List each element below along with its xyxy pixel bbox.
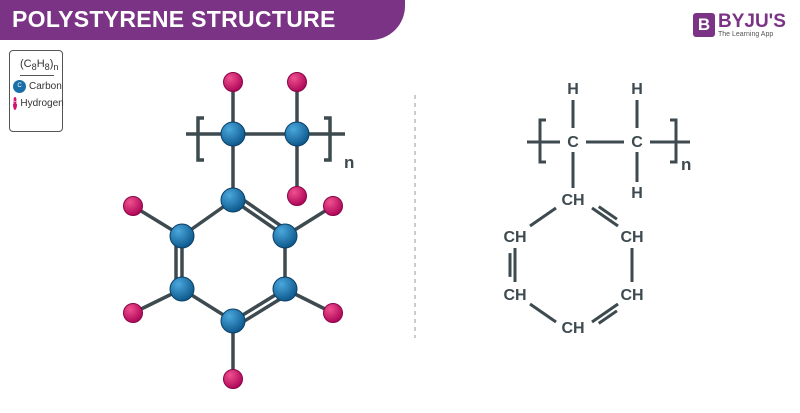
double-bond bbox=[591, 302, 619, 324]
carbon-atom bbox=[284, 121, 310, 147]
page-title: POLYSTYRENE STRUCTURE bbox=[12, 6, 336, 32]
title-banner: POLYSTYRENE STRUCTURE bbox=[0, 0, 405, 40]
formula-repeat-n: n bbox=[681, 155, 691, 174]
right-bracket bbox=[670, 118, 678, 164]
ring-double-bond bbox=[243, 199, 282, 228]
ball-stick-model bbox=[123, 72, 345, 389]
carbon-atom bbox=[169, 276, 195, 302]
bond bbox=[529, 206, 557, 228]
structural-formula: H H H C C CH CH CH CH CH CH bbox=[503, 81, 690, 337]
right-bracket bbox=[324, 116, 332, 162]
hydrogen-atom bbox=[123, 303, 143, 323]
hydrogen-atom bbox=[323, 303, 343, 323]
carbon-label: C bbox=[567, 134, 579, 151]
hydrogen-atom bbox=[323, 196, 343, 216]
hydrogen-label: H bbox=[631, 185, 643, 202]
legend-formula: (C8H8)n bbox=[20, 58, 59, 77]
carbon-label: C bbox=[631, 134, 643, 151]
hydrogen-label: H bbox=[567, 81, 579, 98]
ch-group-label: CH bbox=[620, 229, 643, 246]
left-bracket bbox=[538, 118, 546, 164]
double-bond bbox=[597, 309, 618, 325]
carbon-atom bbox=[169, 223, 195, 249]
hydrogen-atom bbox=[287, 72, 307, 92]
double-bond bbox=[591, 206, 619, 228]
bond bbox=[529, 302, 557, 324]
ch-group-label: CH bbox=[561, 320, 584, 337]
model-repeat-n: n bbox=[344, 153, 354, 172]
carbon-atom bbox=[220, 121, 246, 147]
carbon-atom bbox=[272, 223, 298, 249]
hydrogen-atom-icon: H bbox=[13, 97, 18, 111]
ch-group-label: CH bbox=[503, 229, 526, 246]
hydrogen-label: H bbox=[631, 81, 643, 98]
logo-name: BYJU'S bbox=[718, 11, 786, 32]
hydrogen-atom bbox=[287, 186, 307, 206]
ring-double-bond bbox=[243, 297, 282, 323]
logo-tagline: The Learning App bbox=[718, 31, 774, 38]
left-bracket bbox=[196, 116, 204, 162]
carbon-atom-icon: C bbox=[13, 80, 26, 94]
carbon-atom bbox=[220, 187, 246, 213]
ch-group-label: CH bbox=[620, 287, 643, 304]
hydrogen-atom bbox=[223, 72, 243, 92]
carbon-atom bbox=[272, 276, 298, 302]
ch-group-label: CH bbox=[503, 287, 526, 304]
hydrogen-atom bbox=[223, 369, 243, 389]
double-bond bbox=[597, 205, 618, 221]
hydrogen-atom bbox=[123, 196, 143, 216]
carbon-atom bbox=[220, 308, 246, 334]
logo-mark: B bbox=[693, 13, 715, 37]
ch-group-label: CH bbox=[561, 192, 584, 209]
